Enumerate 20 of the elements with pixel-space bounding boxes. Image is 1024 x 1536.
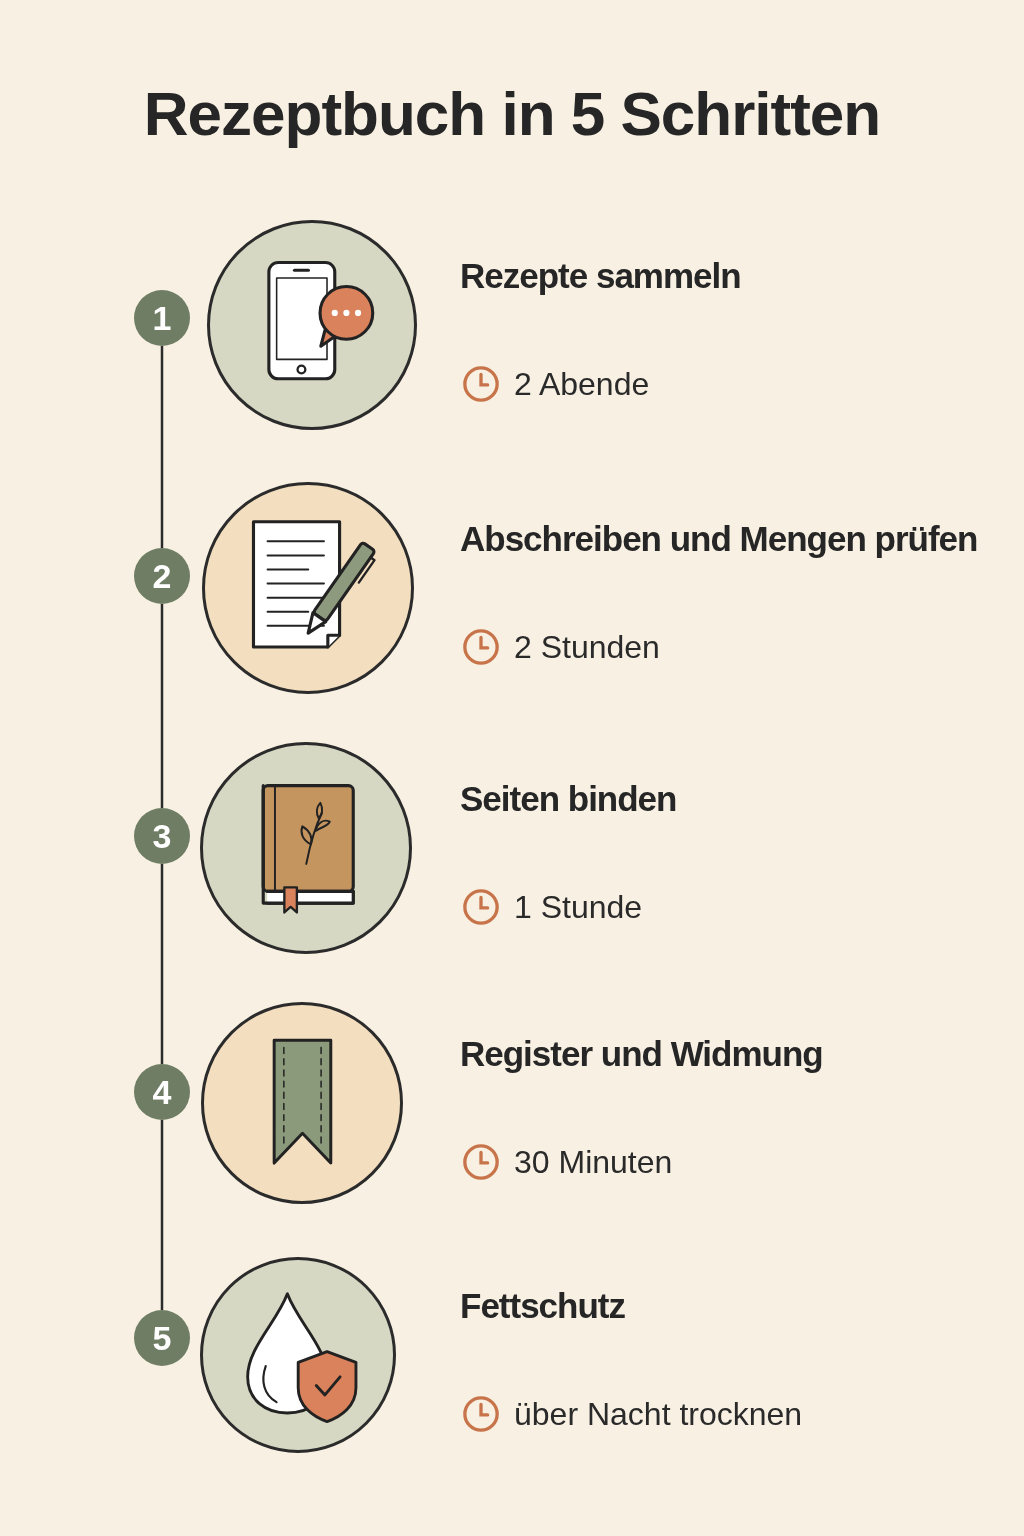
step-number-badge: 5 [134,1310,190,1366]
connector-line [160,604,164,808]
connector-line [160,864,164,1064]
connector-line [160,346,164,548]
step-heading: Fettschutz [460,1286,626,1326]
duration-text: 1 Stunde [514,888,643,926]
step-number-badge: 4 [134,1064,190,1120]
duration-text: 2 Abende [514,365,650,403]
connector-line [160,1120,164,1310]
duration-text: 2 Stunden [514,628,660,666]
step-number-badge: 2 [134,548,190,604]
step-heading: Abschreiben und Mengen prüfen [460,519,979,559]
duration-text: über Nacht trocknen [514,1395,803,1433]
step-heading: Seiten binden [460,779,678,819]
duration-text: 30 Minuten [514,1143,673,1181]
step-heading: Rezepte sammeln [460,256,742,296]
step-number-badge: 3 [134,808,190,864]
title: Rezeptbuch in 5 Schritten [142,78,882,149]
step-number-badge: 1 [134,290,190,346]
step-heading: Register und Widmung [460,1034,824,1074]
